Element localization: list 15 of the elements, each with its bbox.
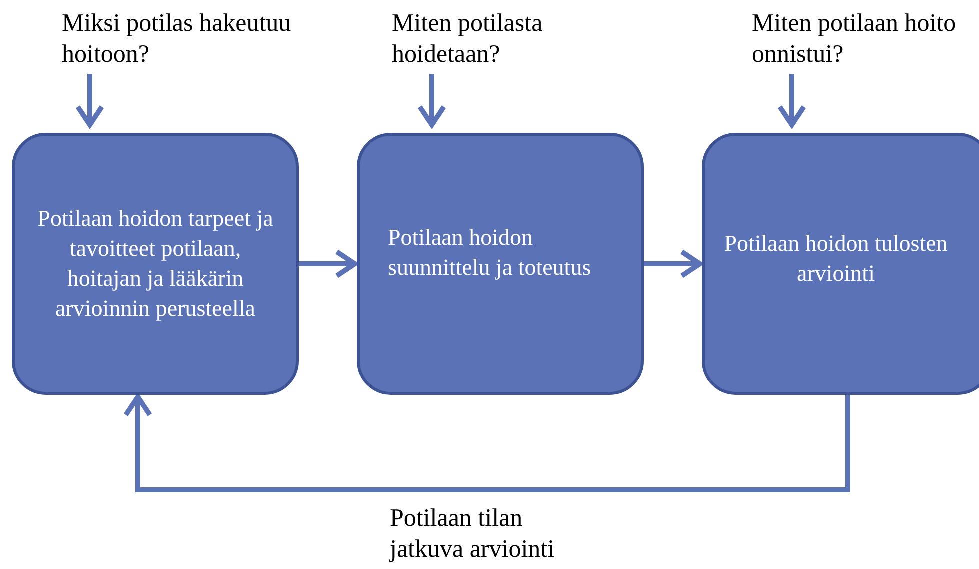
box-text: Potilaan hoidon tulosten arviointi <box>723 230 949 288</box>
process-box <box>702 133 979 395</box>
arrow <box>644 250 702 278</box>
process-box <box>12 133 299 395</box>
process-box <box>357 133 644 395</box>
question-text: Miten potilaan hoito onnistui? <box>752 8 967 70</box>
arrow <box>418 74 446 128</box>
arrow <box>778 74 806 128</box>
arrow <box>124 394 850 492</box>
question-text: Miksi potilas hakeutuu hoitoon? <box>62 8 302 70</box>
question-text: Miten potilasta hoidetaan? <box>392 8 592 70</box>
box-text: Potilaan hoidon tarpeet ja tavoitteet potilaan, hoitajan ja lääkärin arvioinnin perusteella <box>37 205 274 323</box>
arrow <box>76 74 104 128</box>
arrow <box>299 250 358 278</box>
box-text: Potilaan hoidon suunnittelu ja toteutus <box>388 224 592 282</box>
